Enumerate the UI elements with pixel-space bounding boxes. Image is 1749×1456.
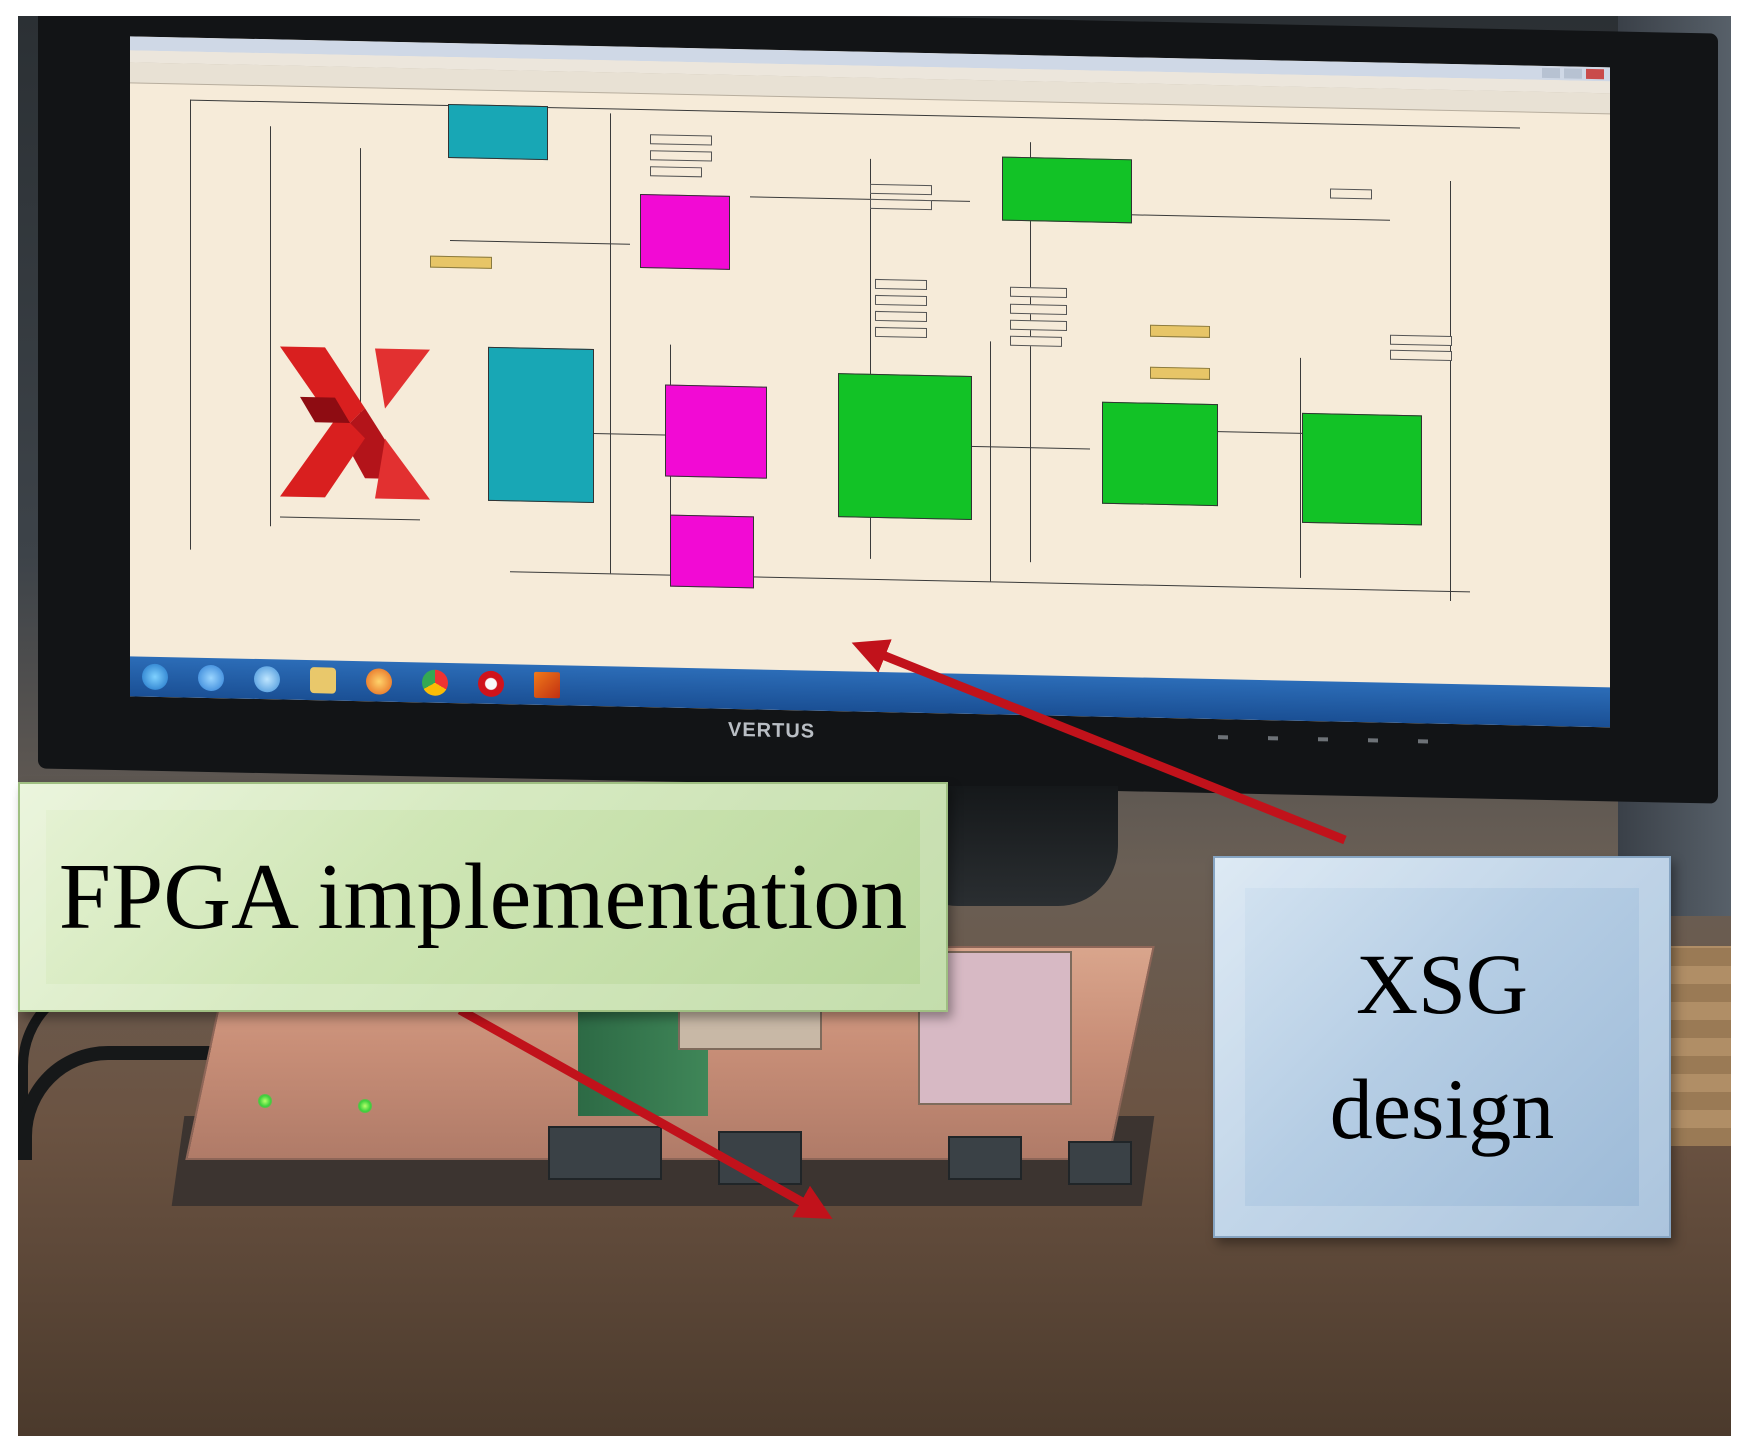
xilinx-logo-icon xyxy=(280,346,430,500)
power-jack xyxy=(1068,1141,1132,1185)
xsg-label-line2: design xyxy=(1329,1061,1555,1157)
monitor-screen xyxy=(130,36,1610,728)
usb-port xyxy=(948,1136,1022,1180)
status-led xyxy=(358,1099,372,1113)
fpga-implementation-label: FPGA implementation xyxy=(18,782,948,1012)
xsg-design-label: XSG design xyxy=(1213,856,1671,1238)
photo: VERTUS xyxy=(18,16,1731,1436)
simulink-model-canvas xyxy=(130,83,1610,687)
monitor: VERTUS xyxy=(38,16,1718,804)
fpga-label-text: FPGA implementation xyxy=(58,845,908,949)
status-led xyxy=(258,1094,272,1108)
vga-port xyxy=(548,1126,662,1180)
arrow-to-fpga-board xyxy=(457,1006,833,1220)
xsg-label-line1: XSG xyxy=(1355,936,1529,1033)
arrow-to-xsg-design xyxy=(851,639,1347,845)
